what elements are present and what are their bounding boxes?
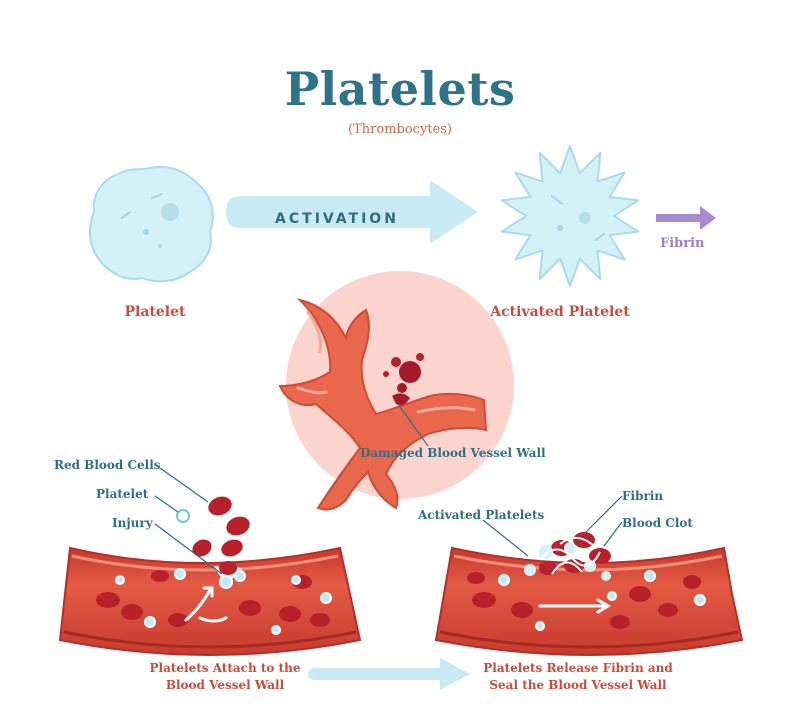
fibrin-small-label: Fibrin	[622, 489, 664, 503]
activated-platelet-icon	[500, 145, 640, 287]
page-subtitle: (Thrombocytes)	[348, 122, 452, 137]
page-title: Platelets	[284, 62, 516, 116]
right-caption-line2: Seal the Blood Vessel Wall	[489, 678, 667, 692]
right-vessel	[434, 532, 744, 656]
blood-cell-icon	[192, 496, 250, 575]
red-blood-cells-label: Red Blood Cells	[54, 458, 161, 472]
damaged-vessel-illustration	[278, 271, 514, 511]
blood-clot	[524, 532, 611, 581]
platelet-label: Platelet	[124, 304, 186, 320]
injury-label: Injury	[112, 516, 153, 530]
fibrin-label: Fibrin	[660, 236, 705, 251]
platelet-small-label: Platelet	[96, 487, 149, 501]
damaged-wall-label: Damaged Blood Vessel Wall	[360, 446, 546, 460]
right-caption-line1: Platelets Release Fibrin and	[483, 661, 673, 675]
activation-label: ACTIVATION	[275, 211, 399, 227]
activated-platelet-label: Activated Platelet	[490, 304, 630, 320]
process-arrow-icon	[308, 658, 470, 690]
left-caption-line1: Platelets Attach to the	[149, 661, 301, 675]
activation-arrow-icon	[226, 180, 478, 244]
right-caption: Platelets Release Fibrin and Seal the Bl…	[468, 660, 688, 694]
left-caption: Platelets Attach to the Blood Vessel Wal…	[120, 660, 330, 694]
left-vessel	[58, 546, 362, 656]
activated-platelets-label: Activated Platelets	[418, 508, 545, 522]
fibrin-arrow-icon	[656, 206, 716, 230]
blood-clot-label: Blood Clot	[622, 516, 693, 530]
platelet-icon	[88, 166, 214, 283]
left-caption-line2: Blood Vessel Wall	[165, 678, 285, 692]
